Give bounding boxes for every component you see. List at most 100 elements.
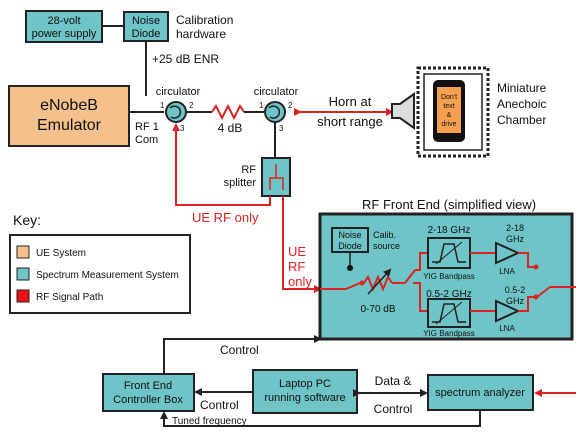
circulator-left-arrow xyxy=(169,105,182,119)
controller-label-1: Front End xyxy=(124,380,172,392)
laptop-label-2: running software xyxy=(264,392,345,404)
fe-noise-diode-node xyxy=(347,265,353,271)
key-title: Key: xyxy=(13,212,41,228)
phone-text-4: drive xyxy=(441,121,456,128)
fe-calib-label-2: source xyxy=(373,241,400,251)
phone-text-2: text xyxy=(443,103,454,110)
fe-lna-low-label: LNA xyxy=(499,324,515,333)
circulator-left xyxy=(165,101,187,123)
enodeb-label-2: Emulator xyxy=(37,117,102,134)
fe-lna-high-label: LNA xyxy=(499,267,515,276)
circulator-right-arrow xyxy=(268,105,281,119)
fe-output-switch xyxy=(536,286,551,298)
control-bottom-label: Control xyxy=(200,398,239,412)
circulator-right-port2: 2 xyxy=(288,101,293,110)
enodeb-emulator-box xyxy=(8,85,130,147)
fe-low-branch-wire xyxy=(413,282,428,312)
chamber-label-2: Anechoic xyxy=(497,97,546,111)
ue-rf-to-frontend-path xyxy=(282,196,322,293)
splitter-label-1: RF xyxy=(241,164,256,176)
horn-antenna xyxy=(391,92,415,130)
tuned-frequency-label: Tuned frequency xyxy=(172,416,247,427)
circulator-left-port3: 3 xyxy=(180,124,185,133)
key-swatch-rf xyxy=(16,289,30,303)
chamber-label-3: Chamber xyxy=(497,113,546,127)
key-item-rf: RF Signal Path xyxy=(36,292,103,303)
circulator-left-label: circulator xyxy=(156,86,201,98)
rf1-label-2: Com xyxy=(135,134,158,146)
fe-noise-diode-label-2: Diode xyxy=(338,241,362,251)
data-control-label-1: Data & xyxy=(375,374,412,388)
circulator-right-port1: 1 xyxy=(259,101,264,110)
enodeb-label-1: eNobeB xyxy=(40,97,98,114)
controller-label-2: Controller Box xyxy=(113,394,183,406)
calibration-label-1: Calibration xyxy=(176,13,233,27)
fe-low-out-wire xyxy=(518,296,536,312)
control-to-frontend-wire xyxy=(163,335,322,374)
ue-rf-only-label-v1: UE xyxy=(288,244,306,259)
fe-out-node-high xyxy=(533,264,539,270)
fe-yig-high-box xyxy=(427,237,471,269)
fe-lna-high-freq-1: 2-18 xyxy=(506,223,524,233)
power-supply-label-2: power supply xyxy=(32,28,97,40)
chamber-label-1: Miniature xyxy=(497,81,547,95)
front-end-title: RF Front End (simplified view) xyxy=(362,197,536,212)
power-supply-label-1: 28-volt xyxy=(47,15,80,27)
control-top-label: Control xyxy=(220,343,259,357)
rf1-label-1: RF 1 xyxy=(135,121,159,133)
fe-attenuator-arrow xyxy=(367,268,392,295)
enr-label: +25 dB ENR xyxy=(152,52,219,66)
circulator-left-port1: 1 xyxy=(160,101,165,110)
fe-atten-label: 0-70 dB xyxy=(360,304,395,315)
ue-rf-only-label-v3: only xyxy=(288,274,312,289)
key-item-measurement: Spectrum Measurement System xyxy=(36,270,179,281)
circulator-right xyxy=(264,101,286,123)
horn-label-1: Horn at xyxy=(329,94,372,109)
ue-rf-only-label-v2: RF xyxy=(288,259,305,274)
key-swatch-measurement xyxy=(16,267,30,281)
fe-noise-diode-label-1: Noise xyxy=(338,230,361,240)
rf-splitter-symbol-2 xyxy=(276,177,284,190)
fe-band-low-label: 0.5-2 GHz xyxy=(426,289,472,300)
attenuator-4db xyxy=(211,103,245,121)
fe-yig-low-slash xyxy=(435,301,463,325)
fe-lna-high-freq-2: GHz xyxy=(506,234,525,244)
front-end-controller-box xyxy=(102,373,195,412)
fe-calib-label-1: Calib. xyxy=(373,230,396,240)
spectrum-analyzer-label: spectrum analyzer xyxy=(435,387,525,399)
fe-yig-high-slash xyxy=(435,241,463,265)
key-swatch-ue xyxy=(16,245,30,259)
fe-lna-low-triangle xyxy=(495,299,521,323)
horn-label-2: short range xyxy=(317,114,383,129)
tuned-frequency-wire xyxy=(160,410,481,427)
circulator-right-label: circulator xyxy=(254,86,299,98)
power-supply-box xyxy=(25,10,103,43)
splitter-label-2: splitter xyxy=(224,177,257,189)
noise-diode-label-2: Diode xyxy=(132,28,161,40)
data-control-label-2: Control xyxy=(374,402,413,416)
fe-high-branch-wire xyxy=(415,252,428,271)
fe-yig-low-label: YIG Bandpass xyxy=(423,329,475,338)
phone-text-3: & xyxy=(447,112,452,119)
calibration-label-2: hardware xyxy=(176,27,226,41)
fe-input-switch xyxy=(345,282,361,290)
ue-rf-feedback-path xyxy=(172,123,271,206)
laptop-label-1: Laptop PC xyxy=(279,378,331,390)
fe-input-switch-node xyxy=(359,280,365,286)
fe-high-out-wire xyxy=(518,252,536,268)
circulator-right-port3: 3 xyxy=(279,124,284,133)
fe-lna-low-freq-1: 0.5-2 xyxy=(505,285,526,295)
key-box xyxy=(9,234,191,314)
circulator-left-port2: 2 xyxy=(189,101,194,110)
phone-screen xyxy=(437,87,461,133)
fe-band-high-label: 2-18 GHz xyxy=(428,225,471,236)
fe-lna-low-freq-2: GHz xyxy=(506,296,525,306)
noise-diode-label-1: Noise xyxy=(132,15,160,27)
fe-lna-high-triangle xyxy=(495,241,521,265)
rf-splitter-symbol xyxy=(269,164,277,190)
key-item-ue: UE System xyxy=(36,248,86,259)
phone-text-1: Don't xyxy=(441,94,457,101)
ue-rf-only-label-h: UE RF only xyxy=(192,210,259,225)
noise-diode-box xyxy=(123,11,169,42)
